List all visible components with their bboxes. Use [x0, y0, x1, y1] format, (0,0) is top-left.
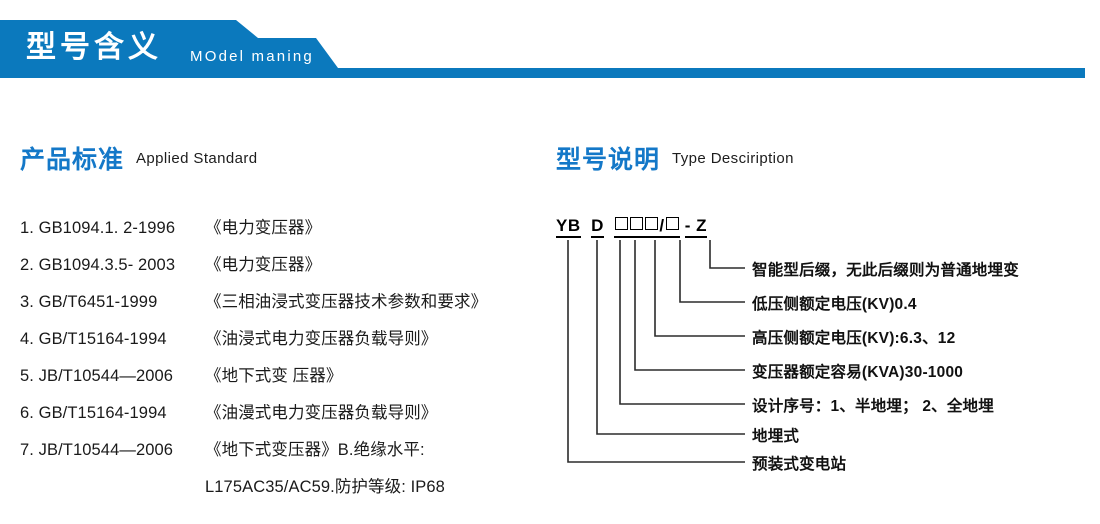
diagram-label-lv-voltage: 低压侧额定电压(KV)0.4 — [752, 296, 917, 313]
diagram-label-prefab-station: 预装式变电站 — [752, 456, 847, 473]
section-title-cn-left: 产品标准 — [20, 146, 125, 174]
standard-code: 7. JB/T10544—2006 — [20, 441, 174, 459]
standard-row: 5. JB/T10544—2006 《地下式变 压器》 — [20, 362, 540, 399]
standard-title: 《地下式变压器》B.绝缘水平: — [205, 441, 425, 459]
diagram-label-capacity: 变压器额定容易(KVA)30-1000 — [752, 364, 964, 381]
standard-row: 6. GB/T15164-1994 《油漫式电力变压器负载导则》 — [20, 399, 540, 436]
code-box-2 — [630, 217, 644, 230]
standard-code: 1. GB1094.1. 2-1996 — [20, 219, 176, 237]
code-seg-capacity-boxes: / — [614, 216, 680, 238]
standard-code: 3. GB/T6451-1999 — [20, 293, 158, 311]
standard-row: 2. GB1094.3.5- 2003 《电力变压器》 — [20, 251, 540, 288]
diagram-label-hv-voltage: 高压侧额定电压(KV):6.3、12 — [752, 330, 956, 347]
code-seg-yb: YB — [556, 216, 581, 238]
banner-title-cn: 型号含义 — [26, 31, 162, 64]
standard-row: 1. GB1094.1. 2-1996 《电力变压器》 — [20, 214, 540, 251]
model-code-string: YB D / - Z — [556, 216, 708, 238]
standard-title: L175AC35/AC59.防护等级: IP68 — [205, 478, 445, 496]
type-description-diagram: YB D / - Z 智能型后缀，无此后缀则为普通地埋变 低压侧额定电压(KV)… — [540, 210, 1100, 473]
standard-title: 《三相油浸式变压器技术参数和要求》 — [205, 293, 488, 311]
standard-code: 5. JB/T10544—2006 — [20, 367, 174, 385]
diagram-label-buried-type: 地埋式 — [752, 428, 800, 445]
standard-code: 2. GB1094.3.5- 2003 — [20, 256, 176, 274]
section-title-en-right: Type Desciription — [672, 149, 794, 167]
standard-row: 4. GB/T15164-1994 《油浸式电力变压器负载导则》 — [20, 325, 540, 362]
page-header-banner: 型号含义 MOdel maning — [0, 0, 1100, 100]
banner-shape — [0, 20, 1085, 78]
code-box-1 — [615, 217, 629, 230]
standard-title: 《地下式变 压器》 — [205, 367, 343, 385]
leader-line-bracket — [567, 240, 745, 463]
standard-title: 《油漫式电力变压器负载导则》 — [205, 404, 438, 422]
section-heading-applied-standard: 产品标准 Applied Standard — [20, 140, 258, 176]
section-title-en-left: Applied Standard — [136, 149, 258, 167]
standard-title: 《电力变压器》 — [205, 219, 322, 237]
diagram-label-design-serial: 设计序号：1、半地埋； 2、全地埋 — [752, 398, 994, 415]
standard-code: 6. GB/T15164-1994 — [20, 404, 167, 422]
standard-title: 《电力变压器》 — [205, 256, 322, 274]
diagram-label-suffix: 智能型后缀，无此后缀则为普通地埋变 — [752, 262, 1019, 279]
standard-code: 4. GB/T15164-1994 — [20, 330, 167, 348]
code-box-3 — [645, 217, 659, 230]
standard-row: 7. JB/T10544—2006 《地下式变压器》B.绝缘水平: — [20, 436, 540, 473]
section-title-cn-right: 型号说明 — [556, 146, 661, 174]
standards-list: 1. GB1094.1. 2-1996《电力变压器》2. GB1094.3.5-… — [20, 214, 540, 510]
section-heading-type-description: 型号说明 Type Desciription — [556, 140, 794, 176]
banner-title-en: MOdel maning — [190, 48, 314, 65]
code-box-4 — [665, 217, 679, 230]
standard-title: 《油浸式电力变压器负载导则》 — [205, 330, 438, 348]
standard-row: 3. GB/T6451-1999 《三相油浸式变压器技术参数和要求》 — [20, 288, 540, 325]
standard-row: L175AC35/AC59.防护等级: IP68 — [20, 473, 540, 510]
code-seg-d: D — [591, 216, 604, 238]
code-seg-z: - Z — [684, 216, 708, 238]
